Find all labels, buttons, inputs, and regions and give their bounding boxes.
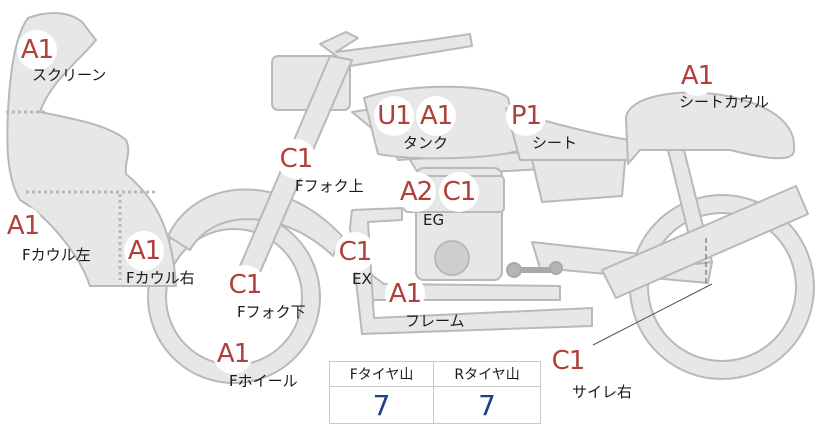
tire-tread-table: Fタイヤ山 Rタイヤ山 7 7 bbox=[329, 361, 541, 424]
grade-f-cowl-right: A1 bbox=[124, 231, 164, 271]
grade-seat-cowl: A1 bbox=[677, 56, 717, 96]
label-exhaust: EX bbox=[352, 270, 372, 288]
grade-engine-2: C1 bbox=[439, 172, 479, 212]
grade-f-fork-upper: C1 bbox=[276, 139, 316, 179]
rear-tire-value: 7 bbox=[433, 386, 541, 424]
engine-cover-shape bbox=[434, 240, 470, 276]
label-f-fork-lower: Fフォク下 bbox=[237, 303, 306, 321]
grade-f-fork-lower: C1 bbox=[225, 265, 265, 305]
label-engine: EG bbox=[423, 211, 445, 229]
grade-f-wheel: A1 bbox=[213, 334, 253, 374]
grade-frame: A1 bbox=[385, 274, 425, 314]
label-screen: スクリーン bbox=[32, 66, 107, 84]
front-tire-value: 7 bbox=[372, 388, 391, 422]
seat-cowl-shape bbox=[625, 91, 796, 165]
label-tank: タンク bbox=[403, 134, 449, 152]
front-cowl-shape bbox=[6, 12, 177, 287]
handlebar-shape bbox=[319, 31, 473, 67]
grade-silencer-right: C1 bbox=[548, 341, 588, 381]
label-seat-cowl: シートカウル bbox=[679, 93, 770, 111]
grade-exhaust: C1 bbox=[335, 232, 375, 272]
label-f-cowl-left: Fカウル左 bbox=[22, 246, 91, 264]
grade-tank-2: A1 bbox=[416, 96, 456, 136]
label-f-fork-upper: Fフォク上 bbox=[295, 177, 364, 195]
grade-tank-1: U1 bbox=[374, 96, 414, 136]
silencer-shape bbox=[601, 185, 809, 299]
label-f-cowl-right: Fカウル右 bbox=[126, 269, 195, 287]
exhaust-shape bbox=[349, 207, 593, 335]
grade-seat: P1 bbox=[506, 96, 546, 136]
label-frame: フレーム bbox=[405, 312, 465, 330]
rear-tire-header: Rタイヤ山 bbox=[433, 361, 541, 387]
rear-wheel-shape bbox=[629, 194, 815, 380]
label-seat: シート bbox=[532, 134, 578, 152]
grade-engine-1: A2 bbox=[396, 172, 436, 212]
front-tire-header: Fタイヤ山 bbox=[329, 361, 434, 387]
grade-f-cowl-left: A1 bbox=[3, 206, 43, 246]
label-silencer-right: サイレ右 bbox=[572, 383, 633, 401]
grade-screen: A1 bbox=[17, 30, 57, 70]
label-f-wheel: Fホイール bbox=[229, 372, 298, 390]
